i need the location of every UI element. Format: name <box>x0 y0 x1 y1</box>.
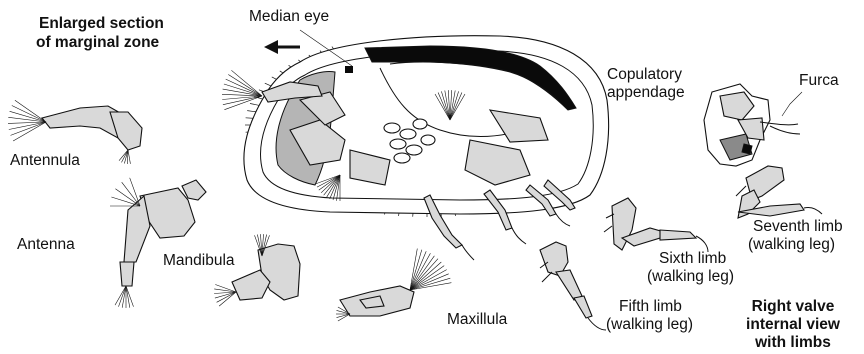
seta-line <box>226 79 262 96</box>
label-sixth-limb-1: Sixth limb <box>659 250 726 268</box>
mandibula-drawing <box>214 234 300 306</box>
seta-line <box>122 182 140 206</box>
maxillula-drawing <box>336 249 451 321</box>
fifth-limb-drawing <box>540 242 606 330</box>
leg-claw-2 <box>512 228 526 244</box>
seta-line <box>224 84 262 96</box>
label-fifth-limb-2: (walking leg) <box>606 316 693 334</box>
seta-line <box>111 197 140 206</box>
label-copulatory-1: Copulatory <box>607 66 682 84</box>
label-enlarged-section: Enlarged section <box>39 15 164 33</box>
label-fifth-limb-1: Fifth limb <box>619 298 682 316</box>
label-maxillula: Maxillula <box>447 311 507 329</box>
seta-line <box>11 122 47 135</box>
label-right-valve: Right valve <box>733 298 853 316</box>
seta-line <box>337 314 351 318</box>
seta-line <box>217 292 236 302</box>
label-copulatory-2: appendage <box>607 84 685 102</box>
label-mandibula: Mandibula <box>163 252 235 270</box>
label-furca: Furca <box>799 72 839 90</box>
seta-line <box>126 286 130 308</box>
seventh-limb-drawing <box>736 166 822 218</box>
seta-line <box>231 70 262 96</box>
seta-line <box>410 259 438 290</box>
copulatory-appendage-drawing <box>704 84 802 166</box>
seta-line <box>410 262 441 290</box>
seta-line <box>126 286 134 307</box>
label-internal-view: internal view <box>733 316 853 334</box>
antenna-drawing <box>110 178 206 308</box>
label-median-eye: Median eye <box>249 8 329 26</box>
label-sixth-limb-2: (walking leg) <box>647 268 734 286</box>
label-antennula: Antennula <box>10 152 80 170</box>
seta-line <box>215 285 236 293</box>
median-eye-mark <box>345 66 353 73</box>
seta-line <box>115 189 140 206</box>
antennula-attached-setae <box>222 70 262 109</box>
sixth-limb-drawing <box>604 198 708 252</box>
label-with-limbs: with limbs <box>733 334 853 352</box>
label-antenna: Antenna <box>17 236 75 254</box>
leg-claw-3 <box>556 214 570 226</box>
seta-line <box>13 122 46 141</box>
direction-arrow-icon <box>264 40 300 54</box>
leg-claw-1 <box>462 245 474 260</box>
label-marginal-zone: of marginal zone <box>36 34 159 52</box>
seta-line <box>338 314 350 321</box>
seta-line <box>130 178 140 206</box>
seta-line <box>222 96 262 100</box>
seta-line <box>214 289 236 292</box>
seta-line <box>119 286 127 307</box>
seta-line <box>128 150 130 164</box>
label-seventh-limb-2: (walking leg) <box>748 236 835 254</box>
seta-line <box>219 292 236 306</box>
label-seventh-limb-1: Seventh limb <box>753 218 843 236</box>
